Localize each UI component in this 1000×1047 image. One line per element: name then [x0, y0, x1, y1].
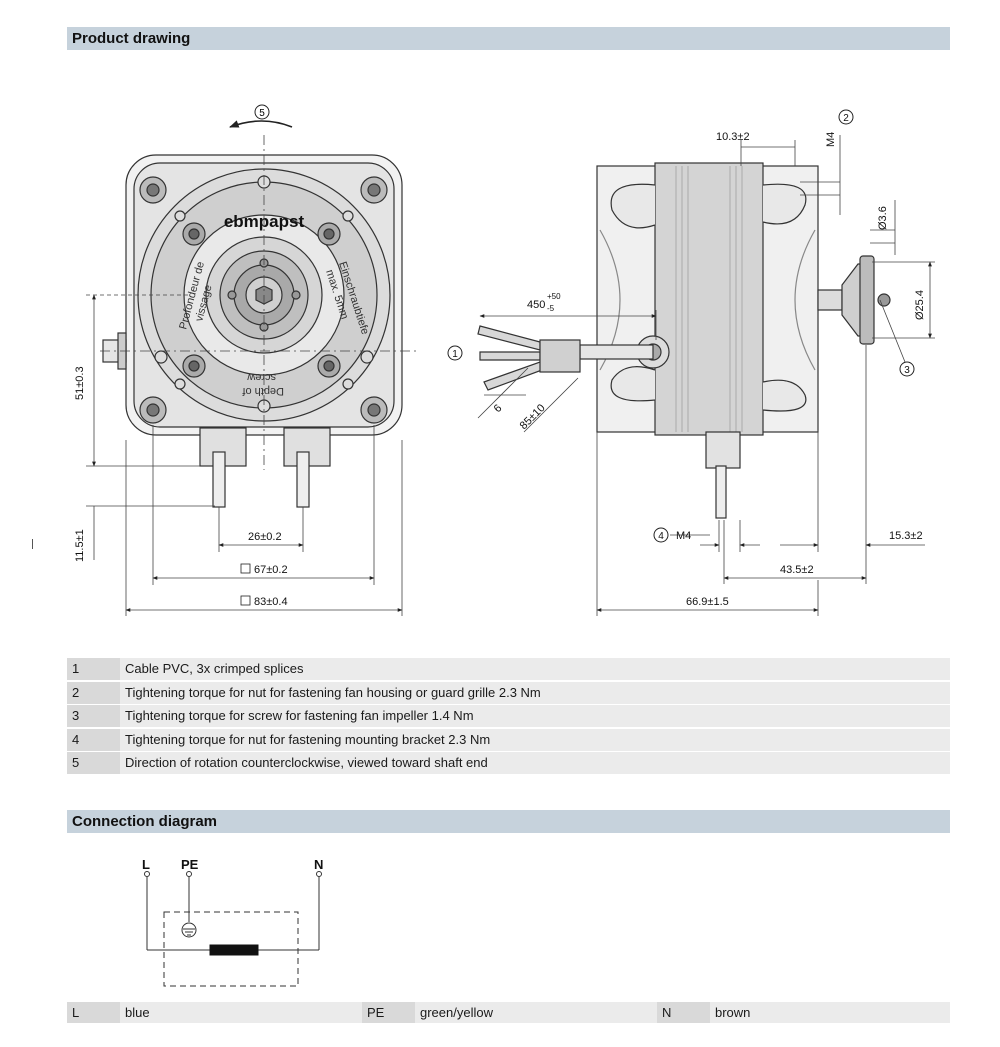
dim-83: 83±0.4: [254, 596, 288, 608]
note-row: 5 Direction of rotation counterclockwise…: [67, 752, 950, 774]
terminal-n-label: N: [314, 857, 323, 872]
wire-color-l: blue: [120, 1002, 362, 1023]
marker-2: 2: [843, 113, 849, 124]
note-number: 1: [67, 658, 120, 680]
dim-15-3: 15.3±2: [889, 530, 923, 542]
wire-key-n: N: [657, 1002, 710, 1023]
note-text: Cable PVC, 3x crimped splices: [120, 658, 950, 680]
rotation-arrow-icon: [229, 120, 293, 128]
marker-1: 1: [452, 349, 458, 360]
dim-85: 85±10: [518, 402, 548, 432]
dim-67: 67±0.2: [254, 564, 288, 576]
dim-3-6: Ø3.6: [877, 206, 889, 230]
dim-m4-top: M4: [825, 132, 837, 147]
notes-table: 1 Cable PVC, 3x crimped splices 2 Tighte…: [67, 658, 950, 776]
side-view: [477, 162, 891, 519]
dim-51: 51±0.3: [74, 366, 86, 400]
note-row: 1 Cable PVC, 3x crimped splices: [67, 658, 950, 680]
dim-6: 6: [492, 402, 505, 415]
note-text: Direction of rotation counterclockwise, …: [120, 752, 950, 774]
section-header-product-drawing: Product drawing: [67, 27, 950, 50]
emboss-en-line1: Depth of: [241, 385, 284, 397]
note-row: 4 Tightening torque for nut for fastenin…: [67, 728, 950, 751]
note-row: 3 Tightening torque for screw for fasten…: [67, 705, 950, 727]
note-text: Tightening torque for nut for fastening …: [120, 728, 950, 751]
note-text: Tightening torque for nut for fastening …: [120, 681, 950, 704]
emboss-en-line2: screw: [247, 371, 276, 383]
dim-450-tol-up: +50: [547, 292, 561, 301]
dim-m4-bottom: M4: [676, 530, 691, 542]
connection-schematic: [144, 871, 322, 987]
dim-25-4: Ø25.4: [914, 290, 926, 320]
marker-4: 4: [658, 531, 664, 542]
note-row: 2 Tightening torque for nut for fastenin…: [67, 681, 950, 704]
wire-key-pe: PE: [362, 1002, 415, 1023]
dim-10-3: 10.3±2: [716, 131, 750, 143]
note-text: Tightening torque for screw for fastenin…: [120, 705, 950, 727]
wire-color-n: brown: [710, 1002, 950, 1023]
page-tick: [32, 539, 33, 549]
note-number: 5: [67, 752, 120, 774]
terminal-l-label: L: [142, 857, 150, 872]
marker-5: 5: [259, 108, 265, 119]
dim-11-5: 11.5±1: [74, 529, 86, 562]
dim-43-5: 43.5±2: [780, 564, 814, 576]
front-view: [102, 154, 403, 508]
section-header-connection-diagram: Connection diagram: [67, 810, 950, 833]
dim-450: 450: [527, 299, 545, 311]
wire-color-pe: green/yellow: [415, 1002, 657, 1023]
terminal-pe-label: PE: [181, 857, 199, 872]
wire-color-table: L blue PE green/yellow N brown: [67, 1002, 950, 1023]
note-number: 4: [67, 728, 120, 751]
wire-key-l: L: [67, 1002, 120, 1023]
note-number: 3: [67, 705, 120, 727]
dim-450-tol-down: -5: [547, 304, 555, 313]
marker-3: 3: [904, 365, 910, 376]
dim-66-9: 66.9±1.5: [686, 596, 729, 608]
note-number: 2: [67, 681, 120, 704]
dim-26: 26±0.2: [248, 531, 282, 543]
marker-5-circle: [254, 104, 270, 120]
